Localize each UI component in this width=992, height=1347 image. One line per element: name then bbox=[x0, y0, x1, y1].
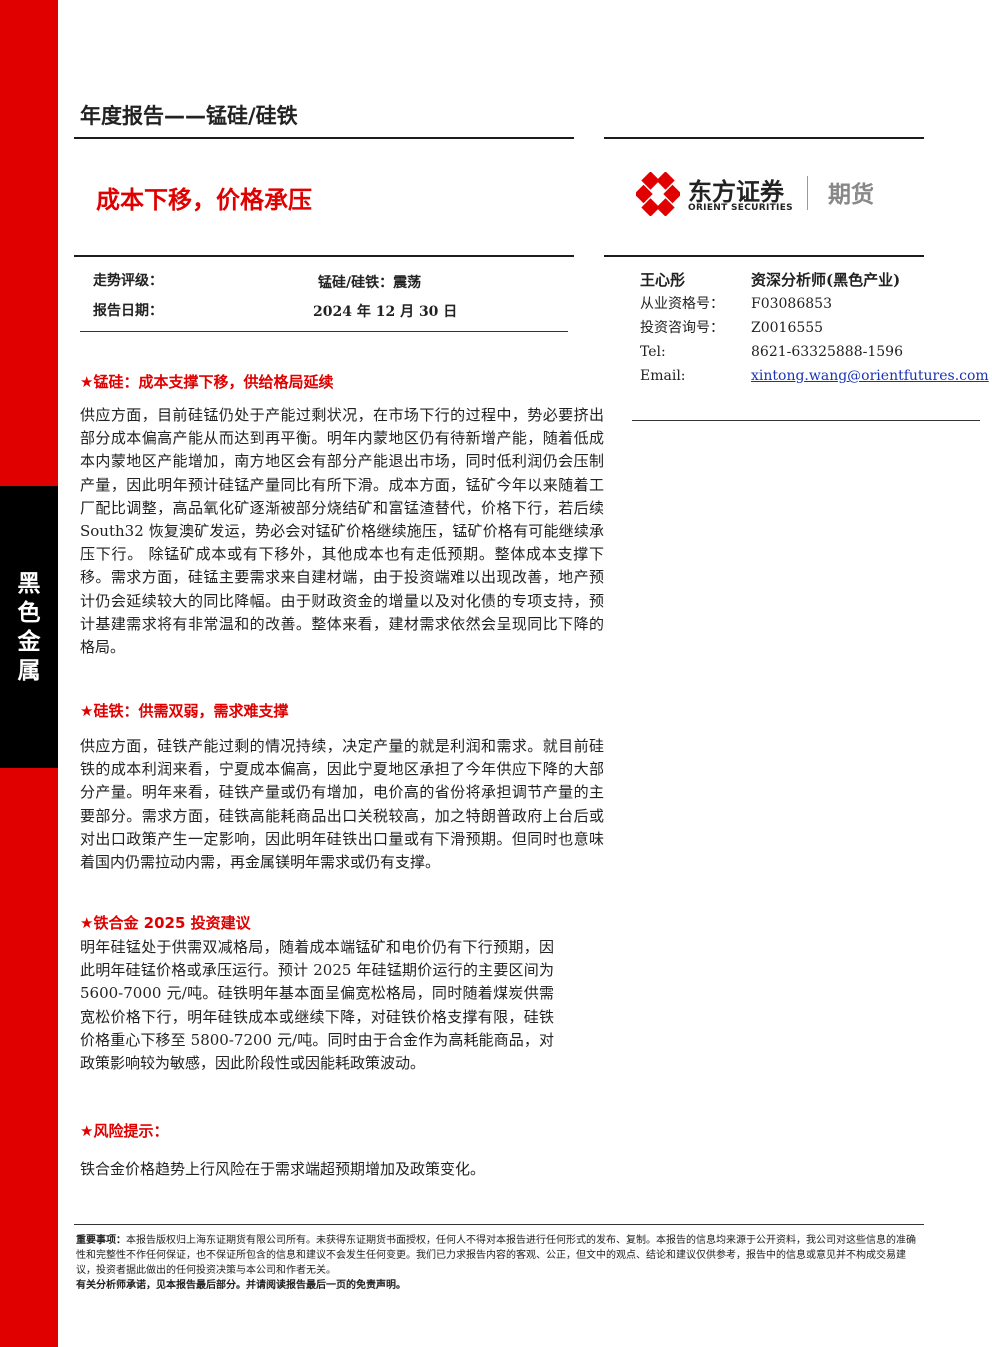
logo-separator bbox=[807, 176, 808, 210]
side-category-text: 黑色金属 bbox=[17, 571, 41, 684]
analyst-row-label: 从业资格号： bbox=[640, 296, 724, 312]
title-rule-right bbox=[604, 255, 924, 257]
side-category-label: 黑色金属 bbox=[0, 570, 58, 686]
date-value: 2024 年 12 月 30 日 bbox=[313, 304, 458, 320]
analyst-rule bbox=[632, 420, 980, 421]
analyst-row-value: 8621-63325888-1596 bbox=[751, 344, 903, 360]
rating-value: 锰硅/硅铁：震荡 bbox=[318, 275, 422, 291]
section-heading-investment: ★铁合金 2025 投资建议 bbox=[80, 914, 251, 932]
orient-logo-icon bbox=[636, 172, 680, 216]
meta-rule bbox=[80, 331, 568, 332]
analyst-header-row: 王心彤 资深分析师(黑色产业) bbox=[640, 268, 980, 292]
page-title: 成本下移，价格承压 bbox=[96, 186, 312, 214]
analyst-email-link[interactable]: xintong.wang@orientfutures.com bbox=[751, 368, 989, 384]
analyst-row-value: Z0016555 bbox=[751, 320, 824, 336]
header-rule-right bbox=[604, 137, 924, 139]
document-type: 年度报告——锰硅/硅铁 bbox=[80, 104, 298, 128]
analyst-card: 王心彤 资深分析师(黑色产业) 从业资格号： F03086853 投资咨询号： … bbox=[640, 268, 989, 388]
title-rule-left bbox=[74, 255, 574, 257]
section-heading-risk: ★风险提示： bbox=[80, 1122, 169, 1140]
header-rule-left bbox=[74, 137, 574, 139]
logo-name-en: ORIENT SECURITIES bbox=[688, 203, 793, 213]
analyst-row: Email: xintong.wang@orientfutures.com bbox=[640, 364, 989, 388]
logo-division: 期货 bbox=[828, 182, 874, 208]
disclaimer-text: 本报告版权归上海东证期货有限公司所有。未获得东证期货书面授权，任何人不得对本报告… bbox=[76, 1235, 916, 1276]
date-label: 报告日期： bbox=[93, 303, 163, 319]
analyst-row-label: 投资咨询号： bbox=[640, 320, 724, 336]
footer-rule bbox=[74, 1224, 924, 1225]
analyst-row-label: Tel: bbox=[640, 344, 666, 360]
logo-name-cn: 东方证券 bbox=[688, 178, 784, 206]
disclaimer: 重要事项：本报告版权归上海东证期货有限公司所有。未获得东证期货书面授权，任何人不… bbox=[76, 1233, 924, 1293]
company-logo: 东方证券 ORIENT SECURITIES 期货 bbox=[636, 170, 896, 220]
analyst-row: 投资咨询号： Z0016555 bbox=[640, 316, 980, 340]
analyst-title: 资深分析师(黑色产业) bbox=[751, 271, 901, 289]
section-body-fesi: 供应方面，硅铁产能过剩的情况持续，决定产量的就是利润和需求。就目前硅铁的成本利润… bbox=[80, 737, 604, 872]
side-black-bar bbox=[0, 486, 58, 768]
analyst-name: 王心彤 bbox=[640, 271, 686, 289]
section-heading-fesi: ★硅铁：供需双弱，需求难支撑 bbox=[80, 702, 289, 720]
section-body-mnsi: 供应方面，目前硅锰仍处于产能过剩状况，在市场下行的过程中，势必要挤出部分成本偏高… bbox=[80, 406, 604, 657]
analyst-row: Tel: 8621-63325888-1596 bbox=[640, 340, 980, 364]
analyst-row-value: F03086853 bbox=[751, 296, 832, 312]
section-body-risk: 铁合金价格趋势上行风险在于需求端超预期增加及政策变化。 bbox=[80, 1160, 486, 1178]
disclaimer-note: 有关分析师承诺，见本报告最后部分。并请阅读报告最后一页的免责声明。 bbox=[76, 1280, 406, 1291]
disclaimer-lead: 重要事项： bbox=[76, 1235, 126, 1246]
section-heading-mnsi: ★锰硅：成本支撑下移，供给格局延续 bbox=[80, 373, 334, 391]
section-body-investment: 明年硅锰处于供需双减格局，随着成本端锰矿和电价仍有下行预期，因此明年硅锰价格或承… bbox=[80, 938, 554, 1073]
analyst-row-label: Email: bbox=[640, 368, 686, 384]
analyst-row: 从业资格号： F03086853 bbox=[640, 292, 980, 316]
rating-label: 走势评级： bbox=[93, 273, 163, 289]
